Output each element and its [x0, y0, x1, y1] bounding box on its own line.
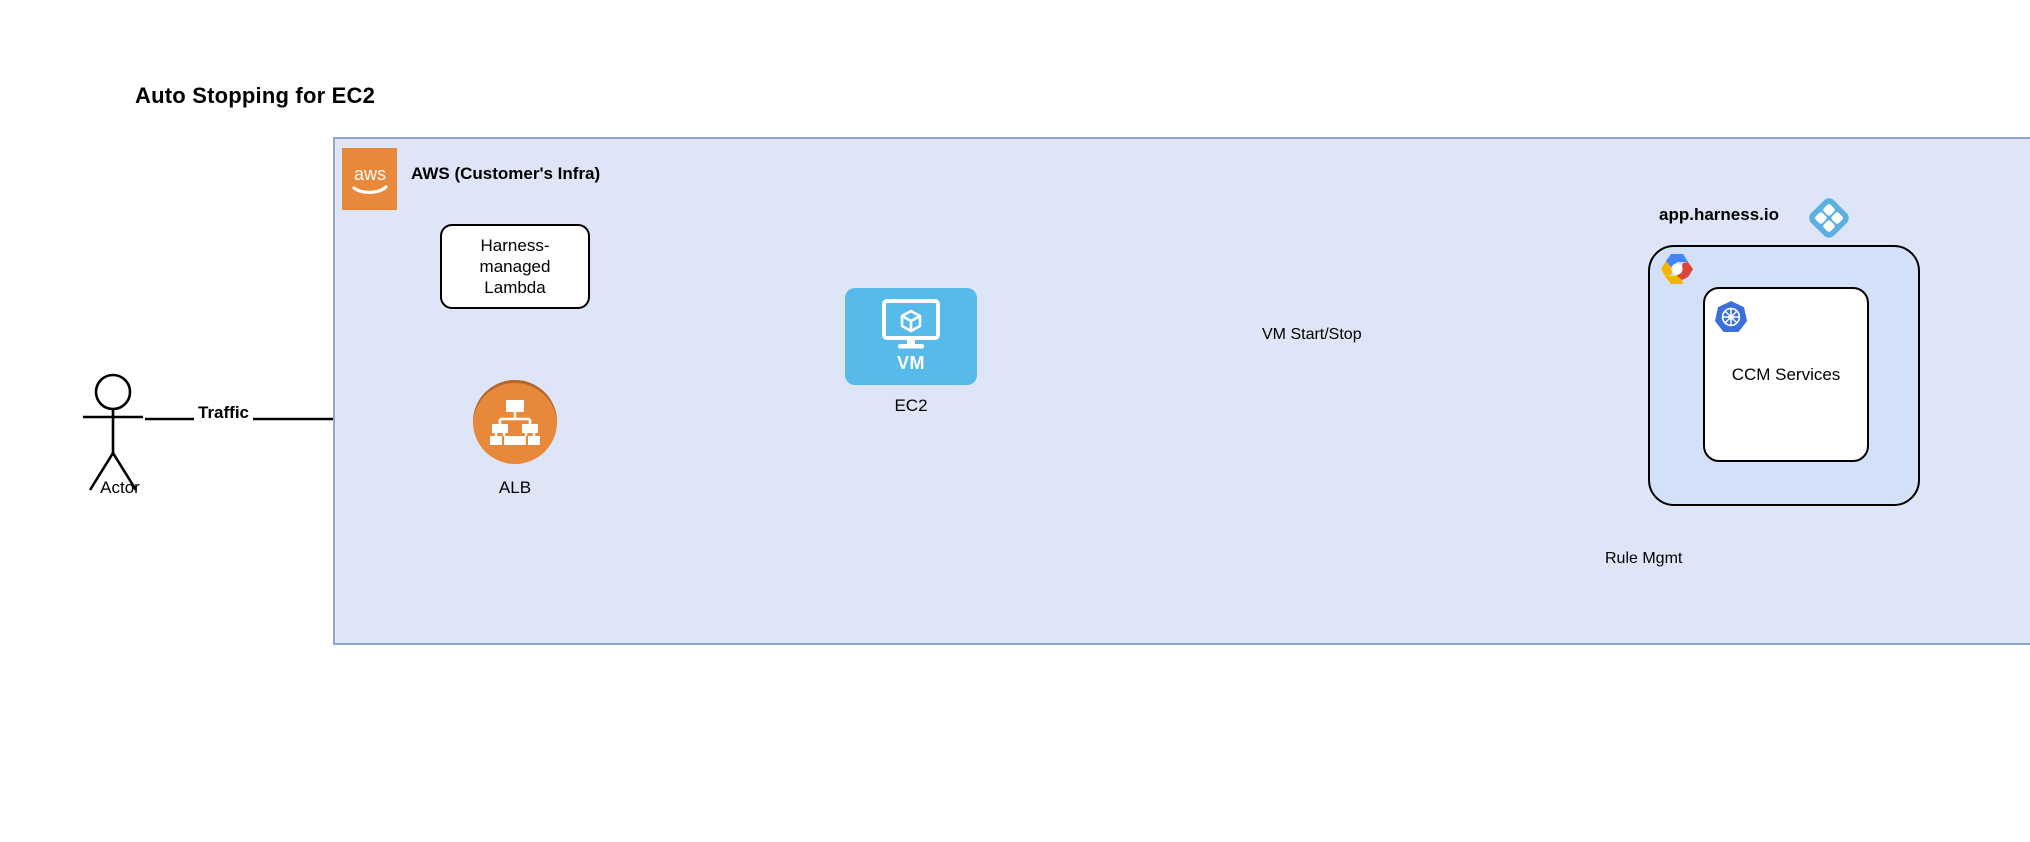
edge-label-rule-mgmt: Rule Mgmt — [1605, 550, 1683, 567]
edge-label-vm-start-stop: VM Start/Stop — [1258, 326, 1366, 344]
load-balancer-tree-icon — [490, 400, 540, 445]
edge-label-traffic: Traffic — [194, 403, 254, 423]
vm-inner-label: VM — [897, 353, 925, 373]
svg-text:aws: aws — [353, 164, 385, 184]
lambda-label: Harness-managed Lambda — [479, 235, 551, 298]
node-lambda[interactable]: Harness-managed Lambda — [440, 224, 590, 309]
node-ec2[interactable]: VM — [845, 288, 977, 385]
node-actor-caption: Actor — [100, 478, 140, 497]
node-alb[interactable] — [473, 380, 557, 464]
kubernetes-helm-icon — [1714, 300, 1748, 339]
harness-container-label: app.harness.io — [1659, 205, 1779, 224]
node-ec2-caption: EC2 — [894, 396, 928, 415]
page-title: Auto Stopping for EC2 — [135, 83, 376, 108]
gcp-hexagon-icon — [1659, 252, 1695, 291]
ccm-services-label: CCM Services — [1731, 364, 1841, 384]
aws-container-label: AWS (Customer's Infra) — [411, 164, 601, 183]
vm-monitor-cube-icon — [882, 299, 940, 349]
harness-diamond-logo-icon — [1808, 197, 1850, 244]
actor-stick-figure-icon — [83, 373, 143, 491]
aws-logo-icon: aws — [342, 148, 397, 210]
node-alb-caption: ALB — [498, 478, 532, 497]
